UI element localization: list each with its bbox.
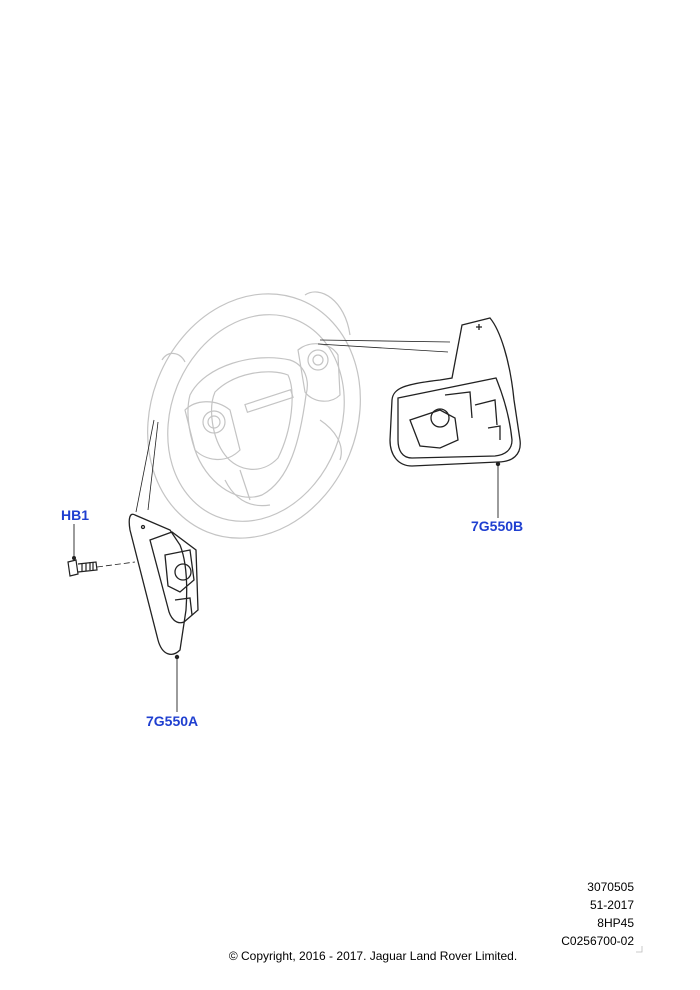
- paddle-a-inner: [149, 531, 199, 624]
- paddle-b-switch: [409, 391, 501, 449]
- bolt-hb1: [67, 559, 98, 577]
- wheel-badge: [244, 389, 294, 413]
- leader-lines: [96, 339, 451, 568]
- wheel-grip-upper: [304, 291, 351, 336]
- transmission-code: 8HP45: [597, 916, 634, 930]
- leader-a-dot: [174, 654, 180, 660]
- reference-date: 51-2017: [589, 898, 634, 912]
- bolt-thread: [81, 562, 94, 571]
- right-switch-knob: [307, 349, 329, 371]
- paddle-a-pin: [140, 524, 146, 530]
- leader-b-2: [317, 343, 449, 353]
- paddle-a-outline: [128, 513, 188, 655]
- paddle-7g550a: [128, 513, 199, 655]
- spoke-right: [297, 343, 341, 402]
- spoke-lower-right: [319, 419, 342, 461]
- spoke-left: [184, 401, 241, 460]
- paddle-b-inner: [397, 377, 513, 459]
- left-switch-knob-inner: [207, 415, 221, 429]
- leader-a-2: [147, 421, 159, 511]
- spoke-lower: [224, 469, 271, 507]
- wheel-rim-outer: [147, 293, 361, 539]
- copyright-notice: © Copyright, 2016 - 2017. Jaguar Land Ro…: [228, 949, 518, 963]
- paddle-b-symbol: [476, 324, 482, 330]
- airbag-cover: [210, 371, 293, 470]
- leader-hb1-dot: [72, 556, 76, 560]
- left-switch-knob: [202, 410, 226, 434]
- callout-7g550b[interactable]: 7G550B: [471, 518, 524, 534]
- wheel-rim-inner: [167, 314, 345, 522]
- paddle-b-mount: [430, 408, 450, 428]
- right-switch-knob-inner: [312, 354, 324, 366]
- illustration-code: C0256700-02: [561, 934, 634, 948]
- paddle-a-mount: [174, 563, 192, 581]
- bolt-head: [67, 559, 79, 577]
- leader-a-1: [135, 419, 155, 513]
- diagram-reference-block: 3070505 51-2017 8HP45 C0256700-02: [561, 878, 634, 950]
- paddle-7g550b: [389, 317, 521, 467]
- bolt-shank: [77, 561, 98, 573]
- leader-b-1: [319, 339, 451, 343]
- callout-7g550a[interactable]: 7G550A: [146, 713, 199, 729]
- leader-b-dot: [495, 461, 501, 467]
- wheel-grip-left: [161, 352, 186, 363]
- callout-hb1[interactable]: HB1: [61, 507, 90, 523]
- bolt-axis-line: [96, 561, 136, 568]
- corner-mark: [636, 946, 643, 953]
- paddle-a-switch: [164, 549, 195, 616]
- reference-number: 3070505: [587, 880, 634, 894]
- steering-wheel-ghost: [147, 291, 361, 539]
